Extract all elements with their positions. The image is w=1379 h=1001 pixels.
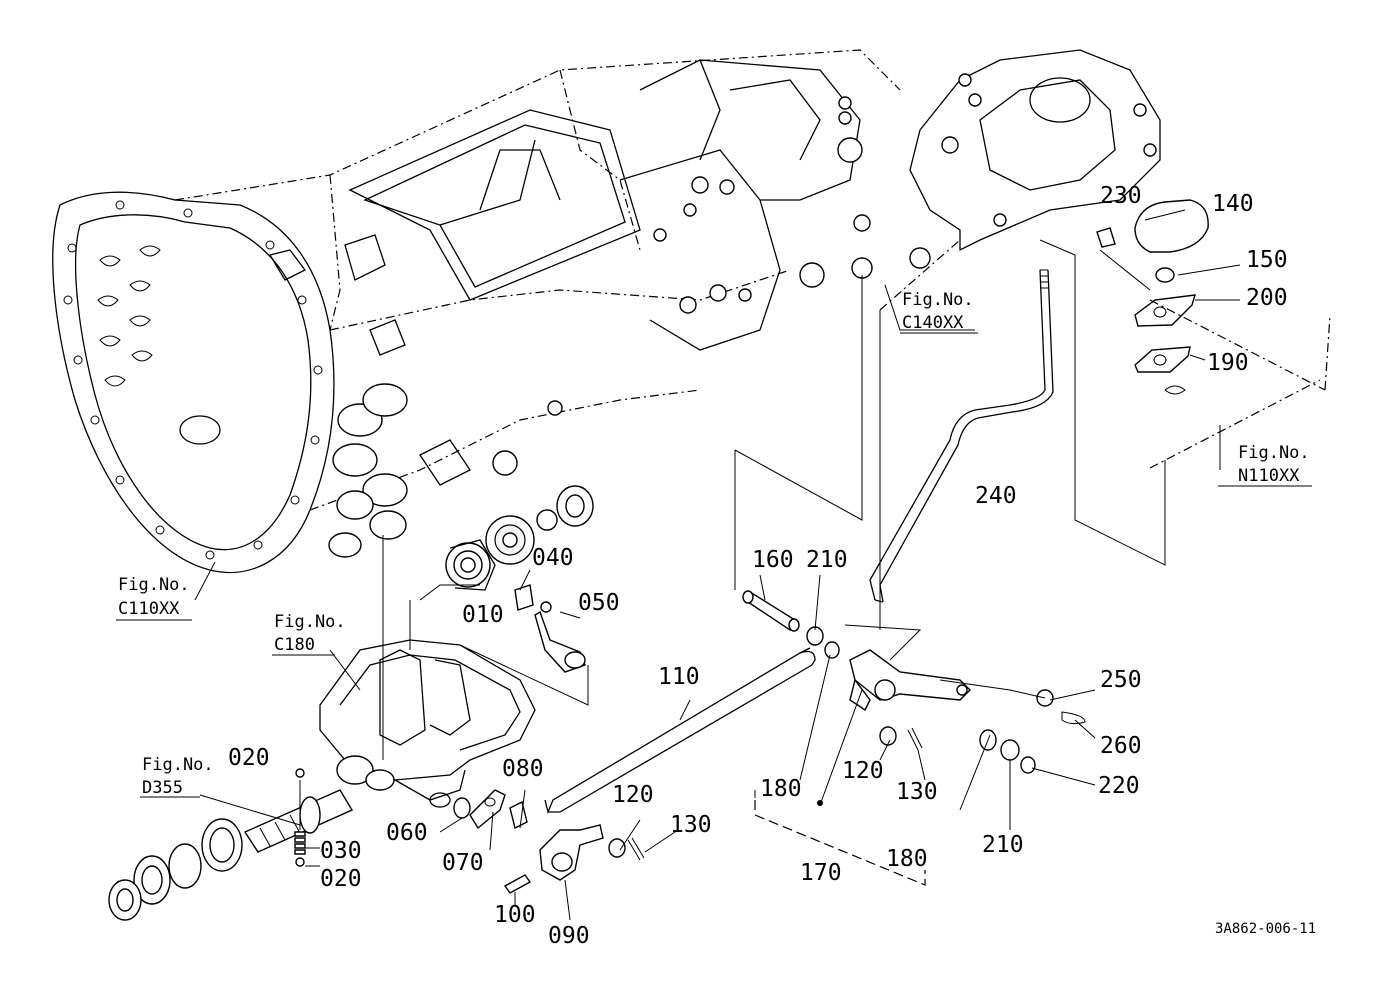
assembly-170-bracket (754, 800, 926, 886)
transmission-housing (52, 49, 1161, 574)
part-label-080: 080 (502, 756, 544, 782)
svg-text:Fig.No.: Fig.No. (118, 575, 190, 595)
small-parts-center (453, 789, 604, 894)
pin-160 (742, 590, 800, 632)
part-label-050: 050 (578, 590, 620, 616)
part-label-200: 200 (1246, 285, 1288, 311)
fig-ref-c180: Fig.No. C180 (272, 612, 346, 656)
washer-pin-250-260 (1036, 689, 1086, 725)
fig-ref-d355: Fig.No. D355 (140, 755, 214, 798)
part-label-100: 100 (494, 902, 536, 928)
part-label-220: 220 (1098, 773, 1140, 799)
part-label-030: 030 (320, 838, 362, 864)
part-label-130-right: 130 (896, 779, 938, 805)
part-label-130-left: 130 (670, 812, 712, 838)
svg-text:C140XX: C140XX (902, 313, 964, 333)
part-label-120-left: 120 (612, 782, 654, 808)
lever-arm (849, 649, 971, 712)
washer-pin-120-130-left (608, 837, 645, 861)
gear-assembly (485, 485, 594, 565)
diagram-code: 3A862-006-11 (1215, 921, 1316, 937)
fig-ref-c140: Fig.No. C140XX (900, 290, 978, 334)
part-label-210-top: 210 (806, 547, 848, 573)
part-label-120-right: 120 (842, 758, 884, 784)
svg-text:Fig.No.: Fig.No. (274, 612, 346, 632)
svg-text:C180: C180 (274, 635, 315, 655)
part-label-210-bottom: 210 (982, 832, 1024, 858)
part-label-110: 110 (658, 664, 700, 690)
svg-text:C110XX: C110XX (118, 599, 180, 619)
shaft-assembly-020 (108, 768, 354, 921)
part-label-010: 010 (462, 602, 504, 628)
part-label-060: 060 (386, 820, 428, 846)
part-label-230: 230 (1100, 183, 1142, 209)
svg-text:Fig.No.: Fig.No. (142, 755, 214, 775)
svg-text:D355: D355 (142, 778, 183, 798)
svg-text:Fig.No.: Fig.No. (1238, 443, 1310, 463)
part-label-170: 170 (800, 860, 842, 886)
washers-bushes (806, 626, 1036, 806)
part-label-040: 040 (532, 545, 574, 571)
part-label-260: 260 (1100, 733, 1142, 759)
part-label-150: 150 (1246, 247, 1288, 273)
part-label-180-right: 180 (886, 846, 928, 872)
part-label-250: 250 (1100, 667, 1142, 693)
rod-240 (869, 269, 1054, 603)
part-label-240: 240 (975, 483, 1017, 509)
fig-ref-n110: Fig.No. N110XX (1218, 443, 1312, 487)
svg-text:Fig.No.: Fig.No. (902, 290, 974, 310)
part-label-140: 140 (1212, 191, 1254, 217)
part-label-070: 070 (442, 850, 484, 876)
rod-110 (544, 647, 816, 815)
svg-text:N110XX: N110XX (1238, 466, 1300, 486)
pulley-010 (445, 539, 496, 591)
part-label-160: 160 (752, 547, 794, 573)
part-label-180-left: 180 (760, 776, 802, 802)
gear-case (319, 639, 536, 808)
fork-040 (514, 584, 534, 611)
shifter-050 (534, 601, 586, 673)
part-label-190: 190 (1207, 350, 1249, 376)
knob-bracket-assembly (1096, 199, 1331, 469)
part-label-090: 090 (548, 923, 590, 949)
leader-lines (194, 209, 1241, 921)
fig-ref-c110: Fig.No. C110XX (116, 575, 192, 621)
part-label-020-lower: 020 (320, 866, 362, 892)
part-label-020: 020 (228, 745, 270, 771)
part-labels: 010 020 030 040 050 060 070 080 090 100 … (228, 183, 1288, 949)
